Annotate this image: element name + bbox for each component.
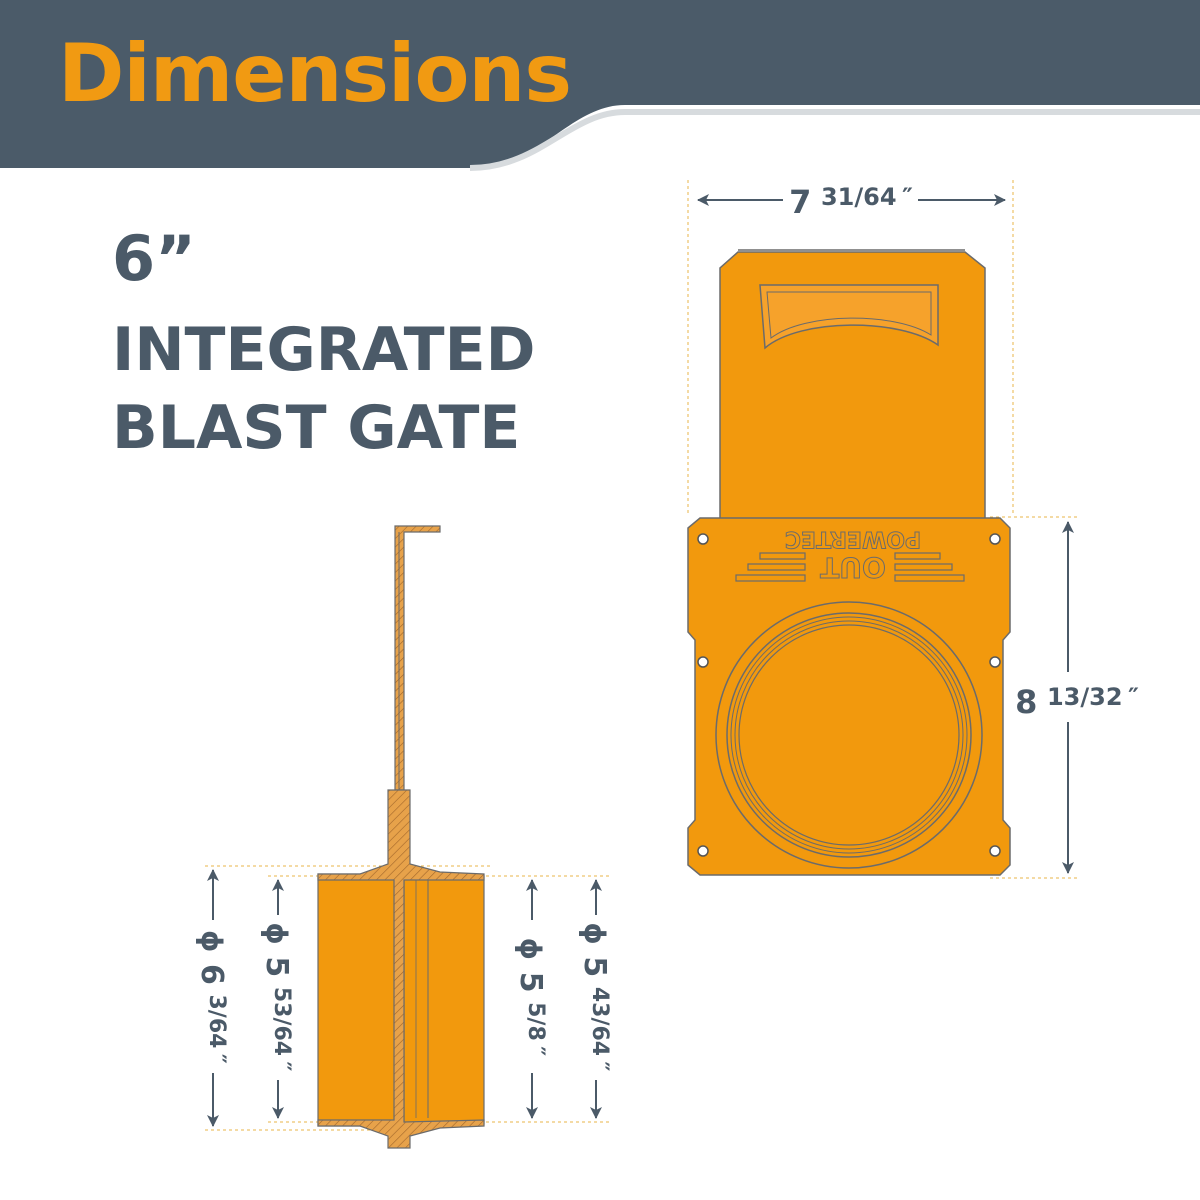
blade-handle [759,284,939,350]
gate-body [687,517,1011,876]
outlet-outer-unit: ″ [587,1062,612,1072]
inlet-unit: ″ [269,1062,294,1072]
gate-top-view: POWERTEC OUT [687,249,1011,876]
banner-background [0,0,1200,168]
height-whole: 8 [1015,683,1037,721]
flange-symbol: ϕ [195,930,228,952]
dimension-inlet-diameter: ϕ 5 53/64 ″ [259,879,294,1119]
flange-fraction: 3/64 [204,994,229,1048]
outlet-port [715,601,983,869]
product-name-line-2: BLAST GATE [112,393,521,463]
body-brand-label: POWERTEC [785,526,921,551]
height-unit: ″ [1128,683,1139,711]
outlet-inner-whole: 5 [513,972,548,993]
dimension-height: 8 13/32 ″ [1015,521,1139,874]
dimension-flange-diameter: ϕ 6 3/64 ″ [194,869,229,1127]
page-title: Dimensions [58,27,572,120]
flange-whole: 6 [194,964,229,985]
section-walls [317,789,485,1149]
width-whole: 7 [789,183,811,221]
product-name-line-1: INTEGRATED [112,315,536,385]
flange-unit: ″ [204,1054,229,1064]
screw-icons [697,533,1001,857]
inlet-whole: 5 [259,956,294,977]
outlet-outer-whole: 5 [577,956,612,977]
inlet-fraction: 53/64 [269,987,294,1056]
outlet-outer-fraction: 43/64 [587,987,612,1056]
section-blade [394,525,441,791]
product-title: 6” INTEGRATED BLAST GATE [112,228,535,476]
outlet-inner-fraction: 5/8 [523,1002,548,1041]
body-stripes [735,552,965,582]
inlet-tube [317,873,404,1127]
product-size: 6” [112,222,196,295]
width-fraction: 31/64 [821,183,897,211]
dimension-outlet-inner-diameter: ϕ 5 5/8 ″ [513,879,548,1119]
gate-section-view [317,525,485,1149]
width-unit: ″ [902,183,913,211]
banner-shadow [469,109,1200,171]
inlet-symbol: ϕ [260,922,293,944]
guide-lines [205,180,1080,1131]
outlet-label: OUT [820,551,886,584]
outlet-inner-unit: ″ [523,1046,548,1056]
svg-text:ϕ 5 5/8 ″: ϕ 5 5/8 ″ [513,938,548,1057]
svg-text:ϕ 5 43/64 ″: ϕ 5 43/64 ″ [577,922,612,1071]
svg-text:ϕ 6 3/64 ″: ϕ 6 3/64 ″ [194,930,229,1064]
outlet-outer-symbol: ϕ [578,922,611,944]
height-fraction: 13/32 [1047,683,1123,711]
svg-text:7 31/64 ″: 7 31/64 ″ [789,183,913,221]
svg-text:8 13/32 ″: 8 13/32 ″ [1015,683,1139,721]
outlet-tube [403,875,485,1125]
dimension-outlet-outer-diameter: ϕ 5 43/64 ″ [577,879,612,1119]
header-banner [0,0,1200,171]
outlet-inner-symbol: ϕ [514,938,547,960]
dimension-width: 7 31/64 ″ [697,183,1006,221]
svg-text:ϕ 5 53/64 ″: ϕ 5 53/64 ″ [259,922,294,1071]
